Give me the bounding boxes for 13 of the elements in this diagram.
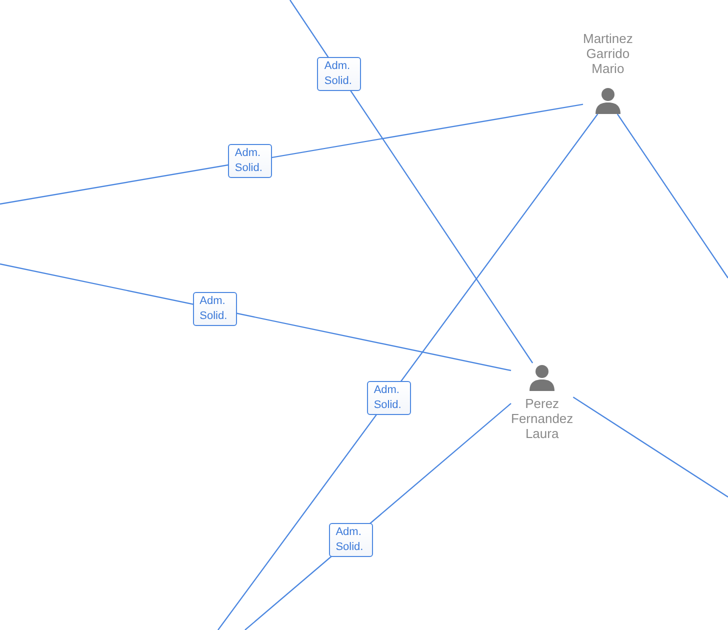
- edge-label: Adm. Solid.: [317, 56, 362, 91]
- edge-label: Adm. Solid.: [366, 380, 411, 415]
- connector-line: [218, 114, 598, 630]
- connector-line: [616, 114, 728, 278]
- edge-label: Adm. Solid.: [192, 292, 237, 326]
- connector-line: [0, 263, 512, 372]
- connector-line: [0, 104, 584, 205]
- person-name: Perez Fernandez Laura: [511, 396, 574, 441]
- edge-label: Adm. Solid.: [228, 144, 272, 178]
- person-name: Martinez Garrido Mario: [583, 31, 633, 76]
- connector-line: [290, 0, 534, 364]
- edge-label: Adm. Solid.: [328, 522, 373, 557]
- connector-line: [572, 396, 728, 498]
